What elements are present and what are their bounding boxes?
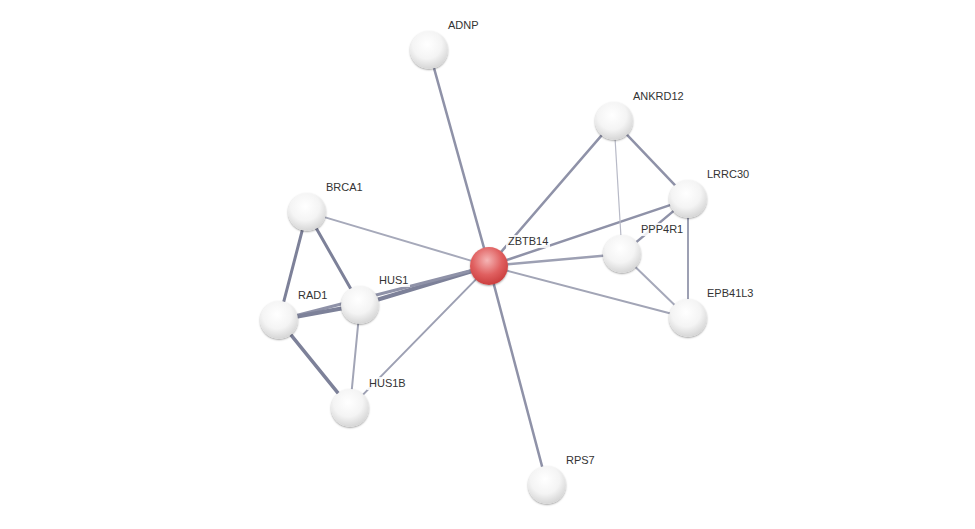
protein-node: ZBTB14 <box>470 247 508 285</box>
interaction-edge <box>352 324 358 389</box>
protein-sphere <box>603 235 641 273</box>
protein-label: RAD1 <box>296 289 329 302</box>
protein-sphere <box>470 247 508 285</box>
protein-label: ADNP <box>446 19 481 32</box>
protein-label: BRCA1 <box>324 181 365 194</box>
protein-node: RAD1 <box>260 301 298 339</box>
interaction-edge <box>291 335 338 393</box>
protein-node: ADNP <box>410 31 448 69</box>
protein-label: EPB41L3 <box>705 287 755 300</box>
protein-node: BRCA1 <box>288 193 326 231</box>
protein-node: LRRC30 <box>669 180 707 218</box>
protein-sphere <box>260 301 298 339</box>
protein-sphere <box>341 286 379 324</box>
interaction-edge <box>627 135 675 185</box>
protein-label: HUS1 <box>377 274 410 287</box>
interaction-edge <box>636 267 675 305</box>
protein-label: ANKRD12 <box>631 90 686 103</box>
protein-node: RPS7 <box>528 466 566 504</box>
protein-node: EPB41L3 <box>669 299 707 337</box>
protein-sphere <box>595 102 633 140</box>
protein-sphere <box>528 466 566 504</box>
protein-sphere <box>669 299 707 337</box>
protein-node: PPP4R1 <box>603 235 641 273</box>
protein-node: HUS1 <box>341 286 379 324</box>
protein-label: LRRC30 <box>705 168 751 181</box>
protein-label: PPP4R1 <box>639 223 685 236</box>
interaction-edge <box>434 68 484 247</box>
interaction-edge <box>615 140 621 235</box>
interaction-edge <box>325 217 471 260</box>
protein-sphere <box>288 193 326 231</box>
interaction-edge <box>508 256 603 265</box>
interaction-edge <box>316 229 350 289</box>
protein-label: RPS7 <box>564 454 597 467</box>
protein-node: ANKRD12 <box>595 102 633 140</box>
protein-sphere <box>410 31 448 69</box>
protein-label: HUS1B <box>367 377 408 390</box>
protein-node: HUS1B <box>331 389 369 427</box>
protein-label: ZBTB14 <box>506 235 550 248</box>
interaction-edge <box>363 280 475 395</box>
interaction-edge <box>298 308 342 316</box>
protein-sphere <box>331 389 369 427</box>
interaction-edge <box>687 218 689 299</box>
interaction-edge <box>494 284 542 466</box>
protein-sphere <box>669 180 707 218</box>
